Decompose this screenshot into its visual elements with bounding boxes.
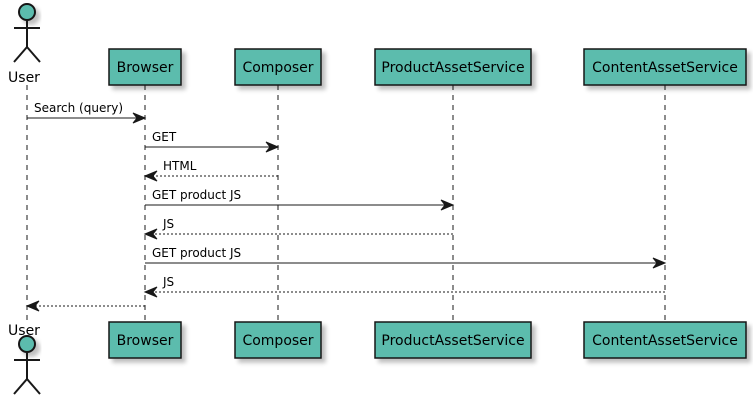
- message-4: GET product JS: [145, 188, 455, 211]
- participant-box: [583, 48, 747, 86]
- actor-label: User: [8, 323, 40, 339]
- participant-box: [374, 321, 532, 359]
- arrow-head: [25, 300, 40, 312]
- actor-top: User: [8, 3, 41, 86]
- message-2: GET: [145, 130, 280, 153]
- participant-box: [108, 321, 182, 359]
- message-1: Search (query): [27, 101, 147, 124]
- message-6: GET product JS: [145, 246, 667, 269]
- actor-leg-left: [13, 378, 28, 395]
- participant-label: Composer: [242, 60, 313, 76]
- message-3: HTML: [143, 159, 278, 182]
- actor-label: User: [8, 70, 40, 86]
- participant-label: Browser: [117, 60, 174, 76]
- message-label: GET: [152, 130, 177, 144]
- arrow-head: [440, 199, 455, 211]
- actor-leg-right: [26, 46, 41, 63]
- message-label: HTML: [163, 159, 197, 173]
- participant-composer-bottom: Composer: [234, 321, 322, 359]
- participant-product-bottom: ProductAssetService: [374, 321, 532, 359]
- participant-content-bottom: ContentAssetService: [583, 321, 747, 359]
- participant-composer-top: Composer: [234, 48, 322, 86]
- participant-box: [583, 321, 747, 359]
- message-label: Search (query): [34, 101, 123, 115]
- actor-leg-left: [13, 46, 28, 63]
- participant-label: ProductAssetService: [381, 60, 524, 76]
- participant-box: [108, 48, 182, 86]
- participant-label: Browser: [117, 333, 174, 349]
- message-5: JS: [143, 217, 453, 240]
- arrow-head: [265, 141, 280, 153]
- participant-box: [374, 48, 532, 86]
- participant-browser-top: Browser: [108, 48, 182, 86]
- participant-label: ContentAssetService: [592, 60, 738, 76]
- message-label: GET product JS: [152, 246, 241, 260]
- participant-box: [234, 321, 322, 359]
- message-label: GET product JS: [152, 188, 241, 202]
- arrow-head: [143, 228, 158, 240]
- message-label: JS: [162, 275, 174, 289]
- arrow-head: [143, 170, 158, 182]
- arrow-head: [143, 286, 158, 298]
- actor-leg-right: [26, 378, 41, 395]
- message-label: JS: [162, 217, 174, 231]
- participant-content-top: ContentAssetService: [583, 48, 747, 86]
- message-8: [25, 300, 145, 312]
- arrow-head: [652, 257, 667, 269]
- participant-label: ContentAssetService: [592, 333, 738, 349]
- participant-label: Composer: [242, 333, 313, 349]
- arrow-head: [132, 112, 147, 124]
- message-7: JS: [143, 275, 665, 298]
- participant-box: [234, 48, 322, 86]
- actor-bottom: User: [8, 323, 41, 395]
- participant-label: ProductAssetService: [381, 333, 524, 349]
- participant-product-top: ProductAssetService: [374, 48, 532, 86]
- actor-head: [18, 3, 36, 21]
- participant-browser-bottom: Browser: [108, 321, 182, 359]
